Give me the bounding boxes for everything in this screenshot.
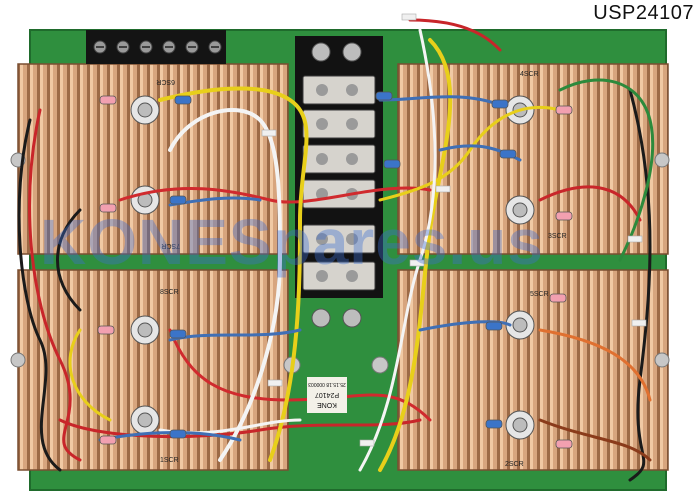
scr-label: 2SCR [505,461,524,468]
watermark-text: KONESpares.us [40,206,544,278]
part-code-label: USP24107 [593,2,694,24]
scr-label: 8SCR [160,289,179,296]
crimp-terminals [97,91,573,449]
heatsink-bottom-right [397,269,669,471]
scr-label: 6SCR [156,78,175,85]
board-label-line1: KONE [317,401,337,408]
heatsink-bottom-left [17,269,289,471]
cable-ties [261,13,647,447]
board-id-label: KONE P24107 25.15.18 000003 [307,377,347,413]
scr-label: 7SCR [161,242,180,249]
center-terminal-strip [295,36,383,328]
scr-label: 5SCR [530,291,549,298]
heatsink-top-left [17,63,289,255]
scr-label: 1SCR [160,457,179,464]
board-label-line2: P24107 [315,391,339,398]
scr-label: 3SCR [548,233,567,240]
board-label-line3: 25.15.18 000003 [308,381,346,387]
top-terminal-block [86,30,226,64]
scr-labels: 6SCR 7SCR 4SCR 3SCR 5SCR 2SCR 8SCR 1SCR [156,71,566,468]
scr-label: 4SCR [520,71,539,78]
